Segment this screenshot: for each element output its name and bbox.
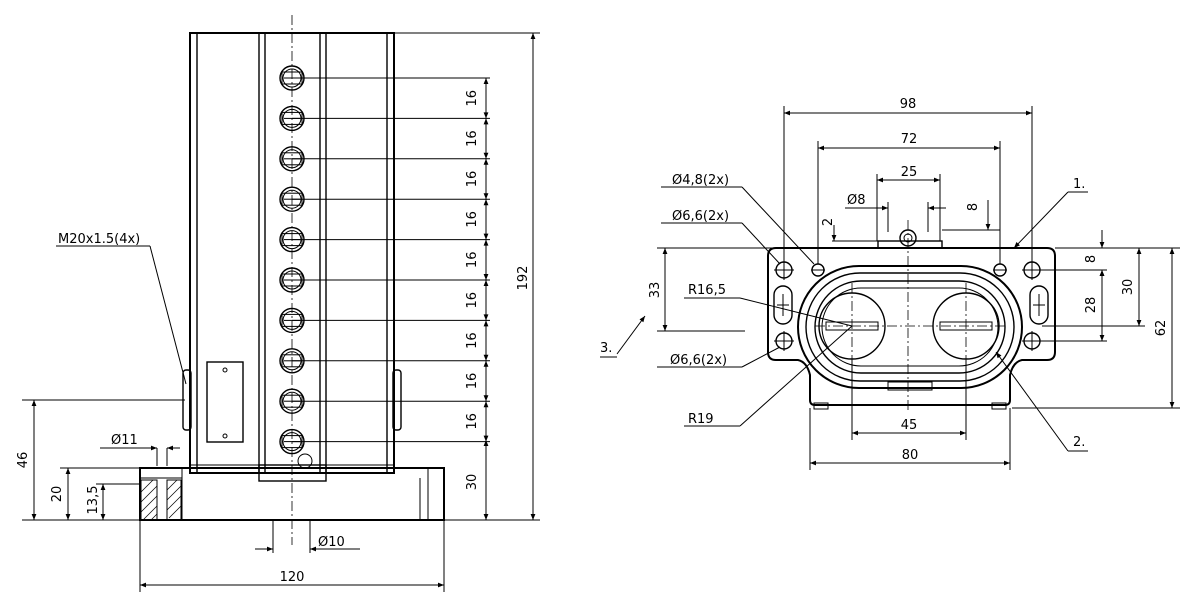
item-2-label: 2.	[1073, 435, 1085, 450]
dim-dia-6-6-top: Ø6,6(2x)	[672, 209, 729, 224]
dim-120: 120	[280, 570, 305, 585]
dim-46: 46	[16, 452, 31, 469]
dim-r19: R19	[688, 412, 714, 427]
dim-8-right: 8	[1084, 255, 1099, 263]
side-view-dimensions: 16 16 16 16 16 16 16 16 16 30 192 M20x1.5(4x) 46…	[16, 32, 540, 592]
dim-30-bottom: 30	[465, 474, 480, 491]
dim-8-top: 8	[966, 203, 981, 211]
nameplate	[206, 361, 244, 443]
dim-16: 16	[465, 332, 480, 349]
dim-98: 98	[900, 97, 917, 112]
dim-25: 25	[901, 165, 918, 180]
dim-r16-5: R16,5	[688, 283, 726, 298]
dim-16: 16	[465, 252, 480, 269]
dim-192: 192	[516, 266, 531, 291]
dim-16: 16	[465, 292, 480, 309]
dim-16: 16	[465, 171, 480, 188]
dim-13-5: 13,5	[86, 486, 101, 515]
dim-20: 20	[50, 486, 65, 503]
dim-45: 45	[901, 418, 918, 433]
dim-72: 72	[901, 132, 918, 147]
dim-dia-10: Ø10	[318, 535, 345, 550]
item-3-label: 3.	[600, 341, 612, 356]
dim-62: 62	[1154, 320, 1169, 337]
dim-30-right: 30	[1121, 279, 1136, 296]
thread-label: M20x1.5(4x)	[58, 232, 140, 247]
dim-16: 16	[465, 90, 480, 107]
dim-80: 80	[902, 448, 919, 463]
dim-16: 16	[465, 130, 480, 147]
dim-dia-6-6-bottom: Ø6,6(2x)	[670, 353, 727, 368]
dim-16: 16	[465, 211, 480, 228]
dim-2: 2	[821, 218, 836, 226]
dim-33: 33	[648, 282, 663, 299]
dim-dia-8: Ø8	[847, 193, 866, 208]
dim-16: 16	[465, 373, 480, 390]
dim-16: 16	[465, 413, 480, 430]
port-column	[279, 65, 305, 455]
top-view	[767, 220, 1056, 410]
dim-28: 28	[1084, 297, 1099, 314]
base-plate	[139, 467, 445, 521]
section-hatch	[140, 479, 182, 521]
dim-dia-11: Ø11	[111, 433, 138, 448]
top-view-dimensions: 98 72 25 Ø8 2 8 Ø4,8(2x) Ø6,6(2x)	[600, 97, 1180, 470]
item-1-label: 1.	[1073, 177, 1085, 192]
dim-dia-4-8: Ø4,8(2x)	[672, 173, 729, 188]
flange-outline	[767, 247, 1056, 406]
stadium-outer	[797, 265, 1023, 389]
